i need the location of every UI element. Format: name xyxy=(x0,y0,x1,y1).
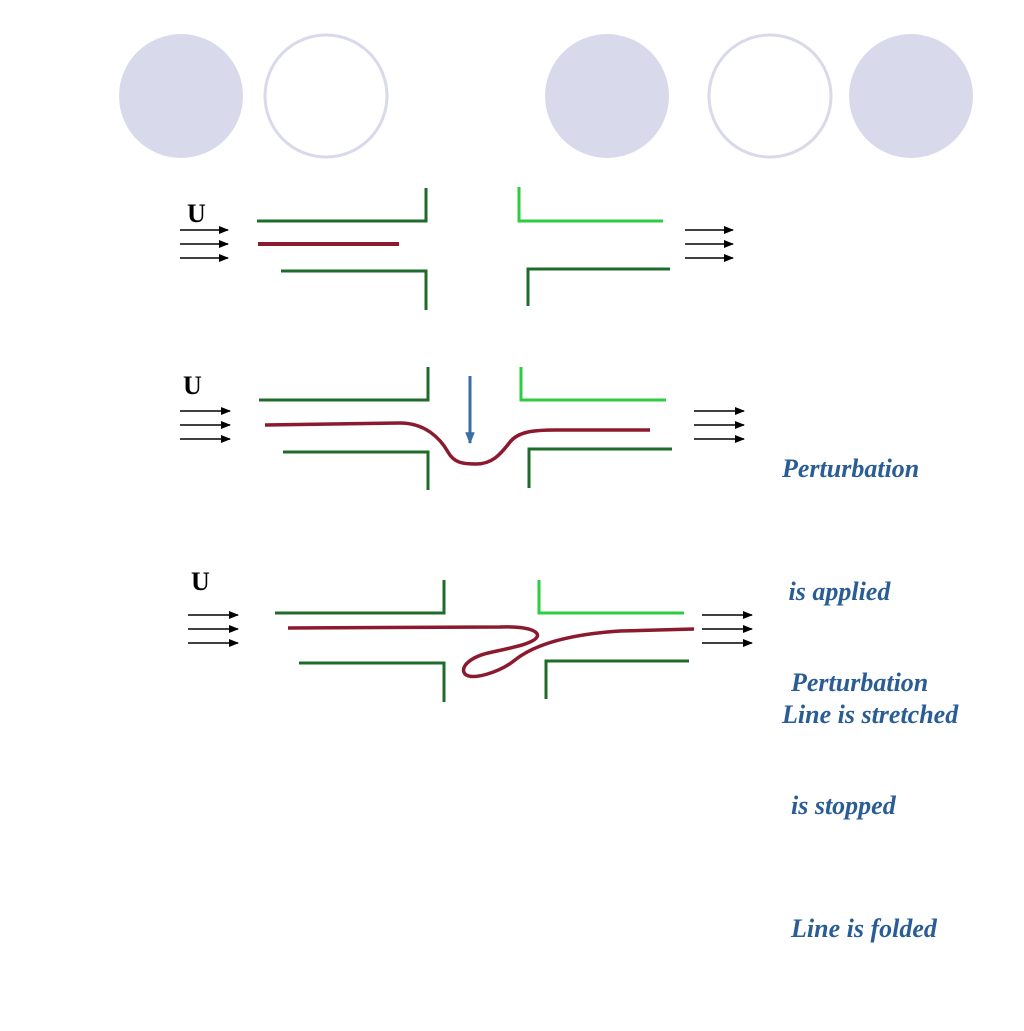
header-circles xyxy=(119,33,973,159)
diagram-canvas xyxy=(119,33,973,702)
panel-1-flow-label: U xyxy=(187,199,206,228)
inflow-arrows xyxy=(180,407,231,443)
panel-1 xyxy=(180,187,734,310)
outflow-arrows xyxy=(685,226,734,262)
filled-circle xyxy=(545,34,669,158)
panel-2-caption: Perturbation is applied Line is stretche… xyxy=(782,366,958,817)
inflow-arrows xyxy=(180,226,229,262)
panel-3 xyxy=(188,580,753,702)
filled-circle xyxy=(119,34,243,158)
panel-2-flow-label: U xyxy=(183,371,202,400)
caption-line: Perturbation xyxy=(791,668,929,697)
ring-circle xyxy=(263,33,389,159)
channel-walls xyxy=(275,580,689,702)
caption-line: is stopped xyxy=(791,791,896,820)
caption-line: Line is stretched xyxy=(782,700,959,729)
outflow-arrows xyxy=(694,407,745,443)
ring-circle xyxy=(707,33,833,159)
channel-walls xyxy=(259,367,672,490)
channel-walls xyxy=(257,187,670,310)
panel-3-caption: Perturbation is stopped Line is folded xyxy=(791,580,937,1031)
panel-3-flow-label: U xyxy=(191,567,210,596)
panel-2 xyxy=(180,367,745,490)
diagram-stage: U U U Perturbation is applied Line is st… xyxy=(119,33,973,943)
caption-line: Perturbation xyxy=(782,454,920,483)
caption-line: Line is folded xyxy=(791,914,937,943)
material-line xyxy=(264,421,650,466)
outflow-arrows xyxy=(702,611,753,647)
caption-line: is applied xyxy=(782,577,891,606)
material-line xyxy=(287,625,695,679)
inflow-arrows xyxy=(188,611,239,647)
filled-circle xyxy=(849,34,973,158)
